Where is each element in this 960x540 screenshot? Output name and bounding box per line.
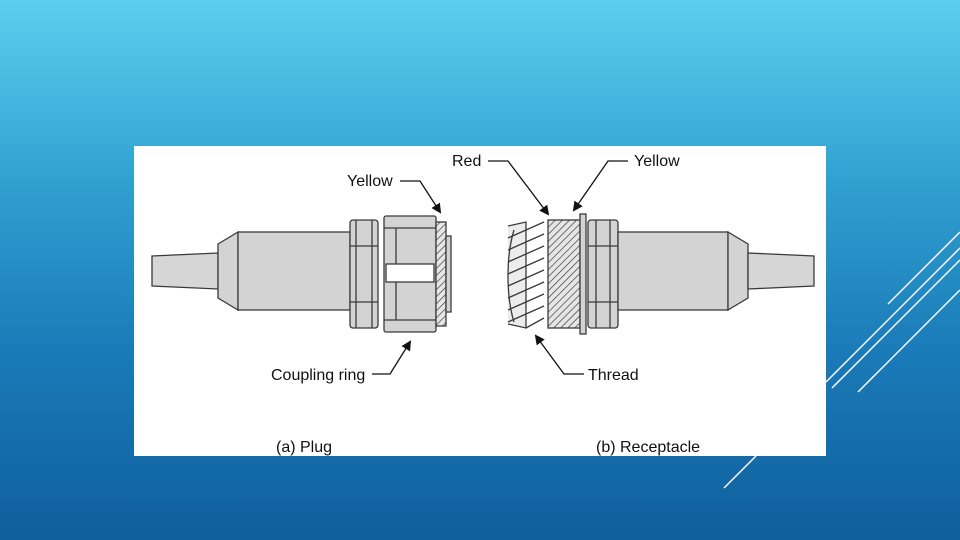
connector-diagram: Yellow Coupling ring Red Yellow Thread (… — [151, 153, 815, 456]
plug-body — [237, 231, 351, 311]
deco-line-4 — [857, 289, 960, 393]
plug-cable — [151, 252, 219, 290]
receptacle-boot — [727, 230, 749, 312]
connector-figure: Yellow Coupling ring Red Yellow Thread (… — [134, 146, 826, 456]
label-coupling-ring: Coupling ring — [271, 367, 365, 384]
plug-yellow-band — [435, 221, 447, 327]
receptacle-thread — [507, 221, 545, 329]
receptacle-yellow-band — [579, 213, 587, 335]
leader-red — [488, 160, 550, 216]
deco-line-5 — [723, 455, 757, 489]
receptacle-body — [617, 231, 729, 311]
deco-line-2 — [825, 247, 960, 383]
plug-face — [445, 235, 452, 313]
leader-plug-yellow — [400, 180, 442, 214]
caption-receptacle: (b) Receptacle — [596, 439, 700, 456]
label-plug-yellow: Yellow — [347, 173, 393, 190]
receptacle — [507, 213, 815, 335]
leader-lines — [372, 160, 628, 375]
label-receptacle-yellow: Yellow — [634, 153, 680, 170]
receptacle-nut — [587, 219, 619, 329]
leader-receptacle-yellow — [572, 160, 628, 212]
label-red: Red — [452, 153, 481, 170]
leader-thread — [534, 334, 584, 375]
receptacle-cable — [747, 252, 815, 290]
caption-plug: (a) Plug — [276, 439, 332, 456]
plug — [151, 215, 452, 333]
plug-boot — [217, 230, 239, 312]
receptacle-red-band — [547, 219, 581, 329]
leader-coupling-ring — [372, 340, 412, 375]
deco-line-3 — [831, 259, 960, 389]
plug-nut — [349, 219, 379, 329]
label-thread: Thread — [588, 367, 639, 384]
deco-line-1 — [887, 231, 960, 305]
